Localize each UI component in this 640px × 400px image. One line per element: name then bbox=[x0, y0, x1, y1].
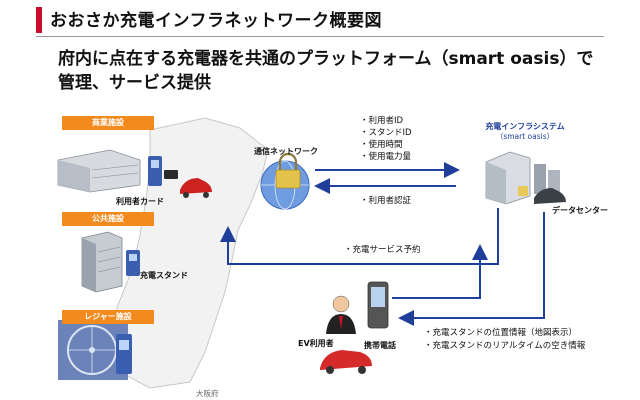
charger-stand-icon bbox=[148, 156, 162, 186]
subtitle-line-2: 管理、サービス提供 bbox=[58, 73, 211, 93]
source-label: 大阪府 bbox=[196, 389, 219, 398]
charger-stand-icon bbox=[116, 334, 132, 374]
info-item-availability: ・充電スタンドのリアルタイムの空き情報 bbox=[424, 341, 586, 351]
network-label: 通信ネットワーク bbox=[254, 147, 318, 156]
auth-item: ・利用者認証 bbox=[360, 196, 412, 206]
commercial-building-icon bbox=[57, 149, 141, 193]
mobile-phone-icon bbox=[367, 281, 389, 329]
upload-item-user-id: ・利用者ID bbox=[360, 116, 404, 126]
page-title: おおさか充電インフラネットワーク概要図 bbox=[50, 11, 382, 31]
ev-user-icon bbox=[326, 295, 356, 334]
system-subtitle: （smart oasis） bbox=[495, 132, 555, 141]
data-center-icon bbox=[485, 151, 560, 205]
arrow-reservation bbox=[220, 208, 499, 265]
upload-item-power: ・使用電力量 bbox=[360, 152, 412, 162]
car-icon bbox=[534, 188, 566, 204]
upload-item-stand-id: ・スタンドID bbox=[360, 128, 412, 138]
user-card-label: 利用者カード bbox=[116, 197, 164, 206]
title-rule bbox=[36, 36, 604, 37]
user-card-icon bbox=[164, 170, 178, 179]
subtitle-line-1: 府内に点在する充電器を共通のプラットフォーム（smart oasis）で bbox=[58, 49, 594, 69]
title-bar: おおさか充電インフラネットワーク概要図 bbox=[0, 0, 640, 38]
data-center-label: データセンター bbox=[552, 206, 608, 215]
public-building-icon bbox=[81, 231, 123, 293]
category-leisure: レジャー施設 bbox=[62, 310, 154, 324]
arrow-phone-to-system bbox=[392, 244, 488, 299]
info-item-location: ・充電スタンドの位置情報（地図表示） bbox=[424, 328, 578, 338]
charger-stand-icon bbox=[126, 250, 140, 276]
red-car-icon bbox=[180, 178, 212, 198]
charge-stand-label: 充電スタンド bbox=[140, 271, 188, 280]
system-title: 充電インフラシステム bbox=[485, 122, 565, 131]
ev-user-label: EV利用者 bbox=[298, 339, 334, 348]
category-public: 公共施設 bbox=[62, 212, 154, 226]
mobile-label: 携帯電話 bbox=[364, 341, 396, 350]
ev-car-icon bbox=[320, 350, 372, 374]
arrow-info-to-user bbox=[398, 212, 545, 326]
title-accent-bar bbox=[36, 7, 42, 33]
reservation-item: ・充電サービス予約 bbox=[344, 245, 421, 255]
category-commercial: 商業施設 bbox=[62, 116, 154, 130]
padlock-icon bbox=[275, 152, 301, 189]
upload-item-usage-time: ・使用時間 bbox=[360, 140, 403, 150]
